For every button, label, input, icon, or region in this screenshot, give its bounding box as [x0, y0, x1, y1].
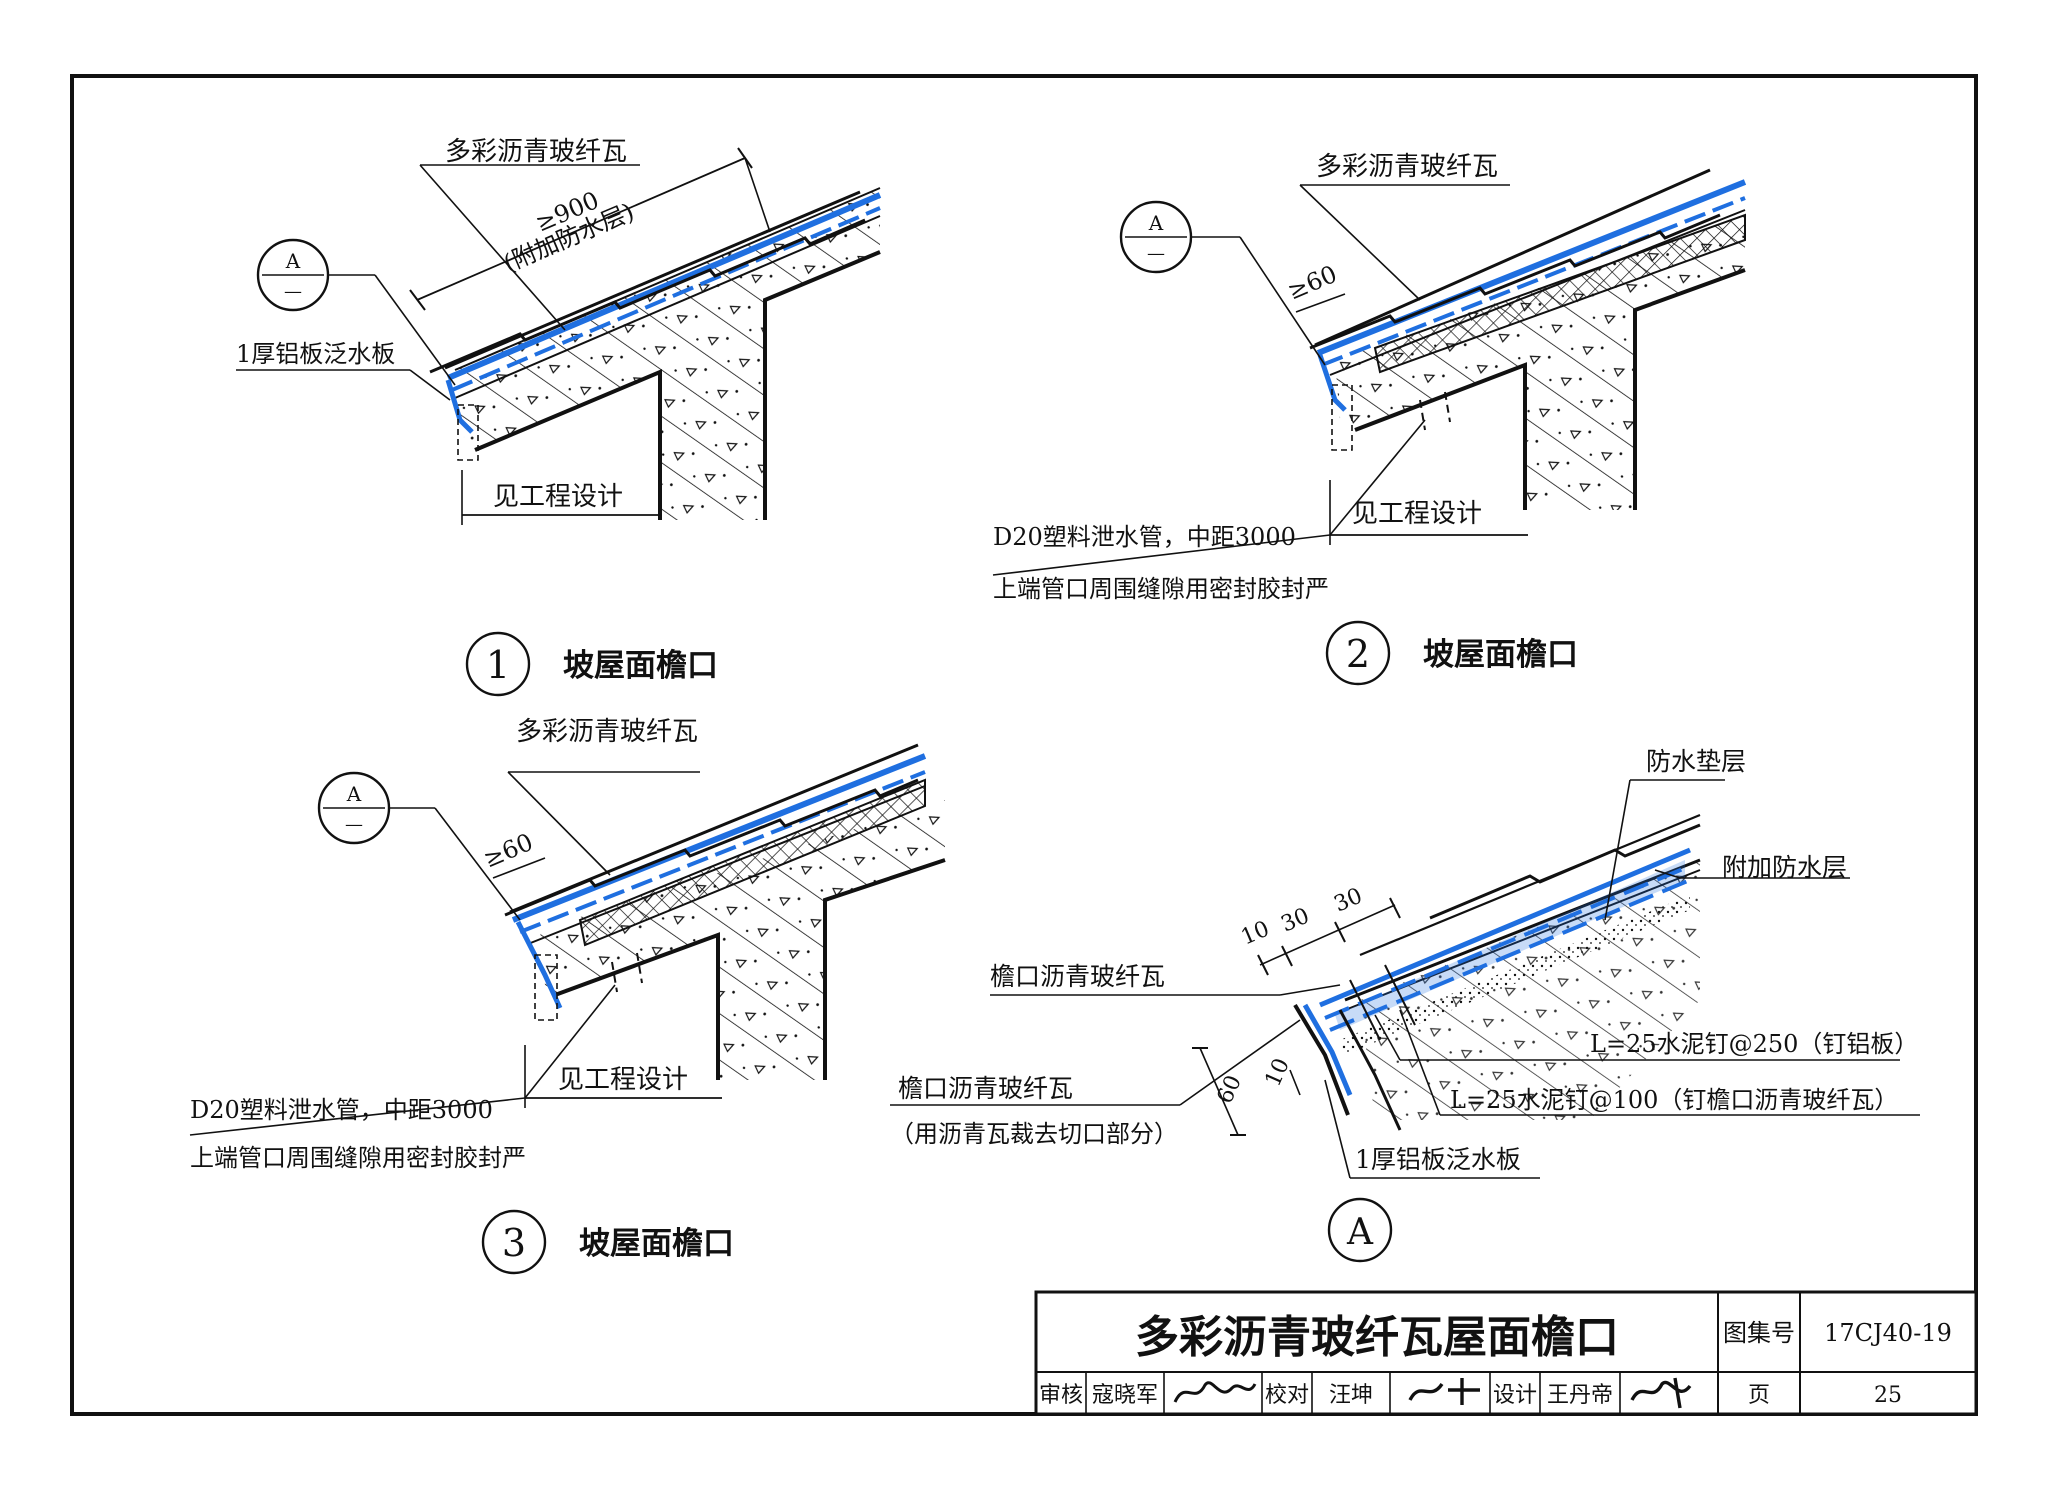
- detail-3-label-tiles: 多彩沥青玻纤瓦: [516, 717, 698, 747]
- title-block-design-label: 设计: [1493, 1383, 1537, 1408]
- detail-1-callout-letter: A: [285, 249, 301, 273]
- detail-2-callout-letter: A: [1148, 211, 1164, 235]
- title-block-page-no: 25: [1874, 1383, 1902, 1408]
- detail-3-number: 3: [502, 1221, 526, 1265]
- detail-a-dim-10: 10: [1238, 917, 1274, 951]
- detail-2-title: 坡屋面檐口: [1423, 637, 1578, 673]
- detail-2-label-design: 见工程设计: [1352, 499, 1482, 529]
- detail-2-label-seal: 上端管口周围缝隙用密封胶封严: [993, 575, 1329, 603]
- detail-2: A — 多彩沥青玻纤瓦 ≥60 见工程设计 D20塑料泄水管，中距3000 上端…: [992, 152, 1747, 686]
- checker-signature: [1408, 1378, 1480, 1405]
- detail-a: 防水垫层 附加防水层 10 30 30 檐口沥青玻纤瓦 L=25水泥钉@250（…: [890, 747, 1920, 1263]
- detail-a-label-extra: 附加防水层: [1722, 853, 1847, 882]
- detail-a-dim-30b: 30: [1331, 884, 1367, 918]
- title-block-page-label: 页: [1748, 1383, 1770, 1408]
- detail-3-dim-60: ≥60: [479, 828, 537, 874]
- designer-signature: [1630, 1377, 1692, 1409]
- title-block-atlas-label: 图集号: [1723, 1319, 1795, 1347]
- detail-3-callout-letter: A: [346, 782, 362, 806]
- title-block-check-label: 校对: [1265, 1383, 1309, 1408]
- reviewer-signature: [1173, 1381, 1257, 1403]
- detail-3: A — 多彩沥青玻纤瓦 ≥60 见工程设计 D20塑料泄水管，中距3000 上端…: [189, 717, 946, 1275]
- title-block-design-name: 王丹帝: [1547, 1383, 1613, 1408]
- detail-1-number-circle: [465, 631, 531, 697]
- detail-a-dim-60: 60: [1213, 1072, 1247, 1108]
- detail-a-label-nail250: L=25水泥钉@250（钉铝板）: [1590, 1030, 1918, 1058]
- detail-a-number-circle: [1327, 1197, 1393, 1263]
- detail-a-label-cut-note: （用沥青瓦裁去切口部分）: [890, 1120, 1178, 1148]
- detail-a-label-flashing: 1厚铝板泛水板: [1355, 1145, 1521, 1174]
- detail-a-label-nail100: L=25水泥钉@100（钉檐口沥青玻纤瓦）: [1450, 1086, 1898, 1114]
- title-block-main-title: 多彩沥青玻纤瓦屋面檐口: [1135, 1312, 1619, 1363]
- title-block: 多彩沥青玻纤瓦屋面檐口 图集号 17CJ40-19 审核 寇晓军 校对 汪坤 设…: [1034, 1290, 1978, 1416]
- detail-3-label-drain: D20塑料泄水管，中距3000: [190, 1096, 493, 1124]
- detail-1-number: 1: [486, 643, 510, 687]
- title-block-check-name: 汪坤: [1329, 1383, 1373, 1408]
- title-block-atlas-no: 17CJ40-19: [1824, 1319, 1952, 1347]
- detail-2-number-circle: [1325, 620, 1391, 686]
- detail-a-number: A: [1346, 1212, 1374, 1253]
- detail-2-label-drain: D20塑料泄水管，中距3000: [993, 523, 1296, 551]
- detail-2-callout-sub: —: [1147, 243, 1165, 264]
- detail-2-label-tiles: 多彩沥青玻纤瓦: [1316, 152, 1498, 182]
- detail-a-label-eave-tile2: 檐口沥青玻纤瓦: [898, 1074, 1073, 1103]
- sheet-border: [70, 74, 1978, 1416]
- detail-a-label-eave-tile: 檐口沥青玻纤瓦: [990, 962, 1165, 991]
- detail-3-title: 坡屋面檐口: [579, 1226, 734, 1262]
- detail-1-callout-sub: —: [284, 281, 302, 302]
- detail-1: A — 多彩沥青玻纤瓦 ≥900 (附加防水层) 1厚铝板泛水板 见工程设计 1…: [236, 137, 882, 697]
- detail-1-label-design: 见工程设计: [493, 482, 623, 512]
- detail-3-label-seal: 上端管口周围缝隙用密封胶封严: [190, 1144, 526, 1172]
- detail-a-dim-10b: 10: [1261, 1055, 1295, 1091]
- detail-3-label-design: 见工程设计: [558, 1065, 688, 1095]
- detail-a-dim-30a: 30: [1278, 904, 1314, 938]
- detail-1-label-flashing: 1厚铝板泛水板: [236, 340, 395, 368]
- detail-1-label-tiles: 多彩沥青玻纤瓦: [445, 137, 627, 167]
- detail-a-label-underlay: 防水垫层: [1646, 747, 1746, 776]
- title-block-review-label: 审核: [1039, 1383, 1083, 1408]
- detail-3-number-circle: [481, 1209, 547, 1275]
- title-block-review-name: 寇晓军: [1092, 1383, 1158, 1408]
- detail-1-title: 坡屋面檐口: [563, 648, 718, 684]
- detail-2-number: 2: [1346, 632, 1370, 676]
- detail-3-callout-sub: —: [345, 814, 363, 835]
